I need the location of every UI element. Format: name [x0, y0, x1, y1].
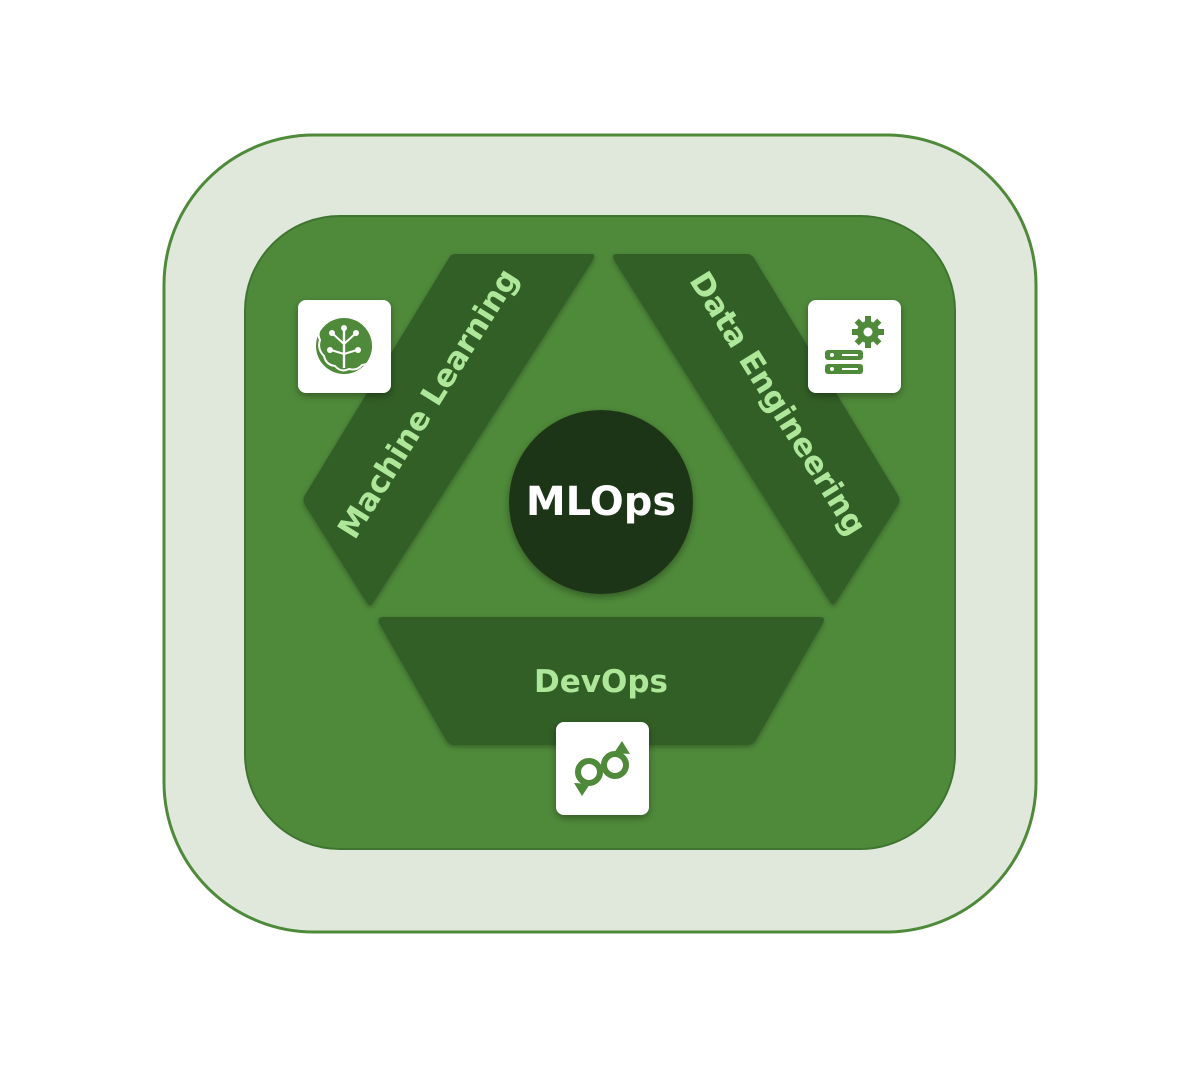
devops-label: DevOps: [534, 664, 668, 700]
brain-circuit-icon: [316, 311, 379, 374]
machine-learning-icon-card: [298, 300, 391, 393]
cycle-arrows-icon: [574, 741, 630, 796]
mlops-center-label: MLOps: [526, 479, 676, 525]
mlops-center-circle: [509, 410, 693, 594]
data-engineering-band: [613, 254, 900, 605]
devops-icon-card: [556, 722, 649, 815]
machine-learning-band: [303, 254, 595, 606]
devops-band: [378, 617, 824, 745]
data-engineering-icon-card: [808, 300, 901, 393]
server-gear-icon: [825, 316, 884, 374]
